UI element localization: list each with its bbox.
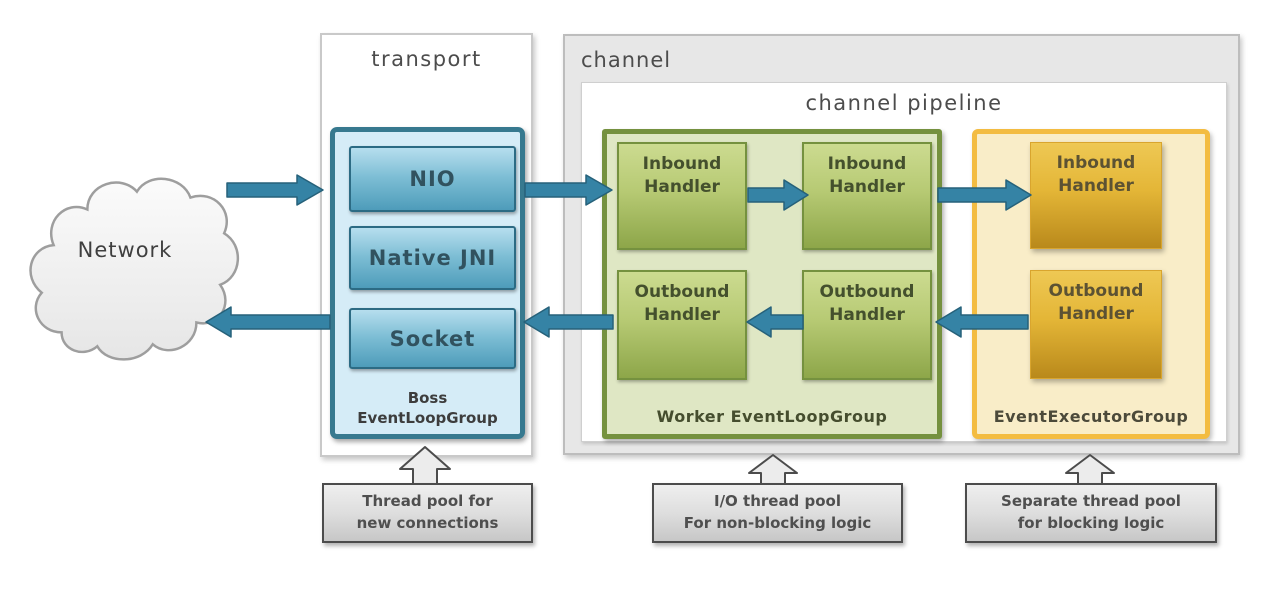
boss-label-line1: Boss <box>407 389 448 407</box>
worker-eventloopgroup-label: Worker EventLoopGroup <box>656 407 888 426</box>
callout-io-thread-pool: I/O thread pool For non-blocking logic <box>652 483 903 543</box>
transport-title: transport <box>371 47 482 71</box>
network-label: Network <box>77 238 173 262</box>
worker-outbound-handler-1: Outbound Handler <box>617 270 747 380</box>
worker-inbound-handler-1: Inbound Handler <box>617 142 747 250</box>
callout-line2: for blocking logic <box>1017 514 1165 532</box>
eventexecutorgroup-label: EventExecutorGroup <box>993 407 1189 426</box>
callout-separate-thread-pool: Separate thread pool for blocking logic <box>965 483 1217 543</box>
channel-pipeline-box: channel pipeline Inbound Handler Inbound… <box>581 82 1227 442</box>
channel-pipeline-title: channel pipeline <box>805 91 1003 115</box>
callout-thread-pool-new-connections: Thread pool for new connections <box>322 483 533 543</box>
native-jni-box: Native JNI <box>349 226 516 290</box>
executor-inbound-handler: Inbound Handler <box>1030 142 1162 249</box>
callout-pointer-executor <box>1065 454 1115 487</box>
nio-box: NIO <box>349 146 516 212</box>
executor-outbound-handler: Outbound Handler <box>1030 270 1162 379</box>
boss-label-line2: EventLoopGroup <box>357 408 498 427</box>
callout-line1: Thread pool for <box>362 492 493 511</box>
callout-line2: For non-blocking logic <box>683 514 872 532</box>
callout-line1: Separate thread pool <box>1001 492 1181 511</box>
callout-line2: new connections <box>356 514 499 532</box>
channel-box: channel channel pipeline Inbound Handler… <box>563 34 1240 455</box>
channel-title: channel <box>581 48 672 72</box>
worker-outbound-handler-2: Outbound Handler <box>802 270 932 380</box>
callout-line1: I/O thread pool <box>713 492 842 511</box>
boss-eventloopgroup-box: NIO Native JNI Socket Boss EventLoopGrou… <box>330 127 525 439</box>
network-cloud-shape <box>29 177 240 361</box>
worker-eventloopgroup-box: Inbound Handler Inbound Handler Outbound… <box>602 129 942 439</box>
boss-eventloopgroup-label: Boss EventLoopGroup <box>335 389 520 428</box>
worker-inbound-handler-2: Inbound Handler <box>802 142 932 250</box>
transport-box: transport NIO Native JNI Socket Boss Eve… <box>320 33 533 457</box>
callout-pointer-worker <box>748 454 798 487</box>
cloud-icon <box>29 177 240 361</box>
socket-box: Socket <box>349 308 516 369</box>
eventexecutorgroup-box: Inbound Handler Outbound Handler EventEx… <box>972 129 1210 439</box>
